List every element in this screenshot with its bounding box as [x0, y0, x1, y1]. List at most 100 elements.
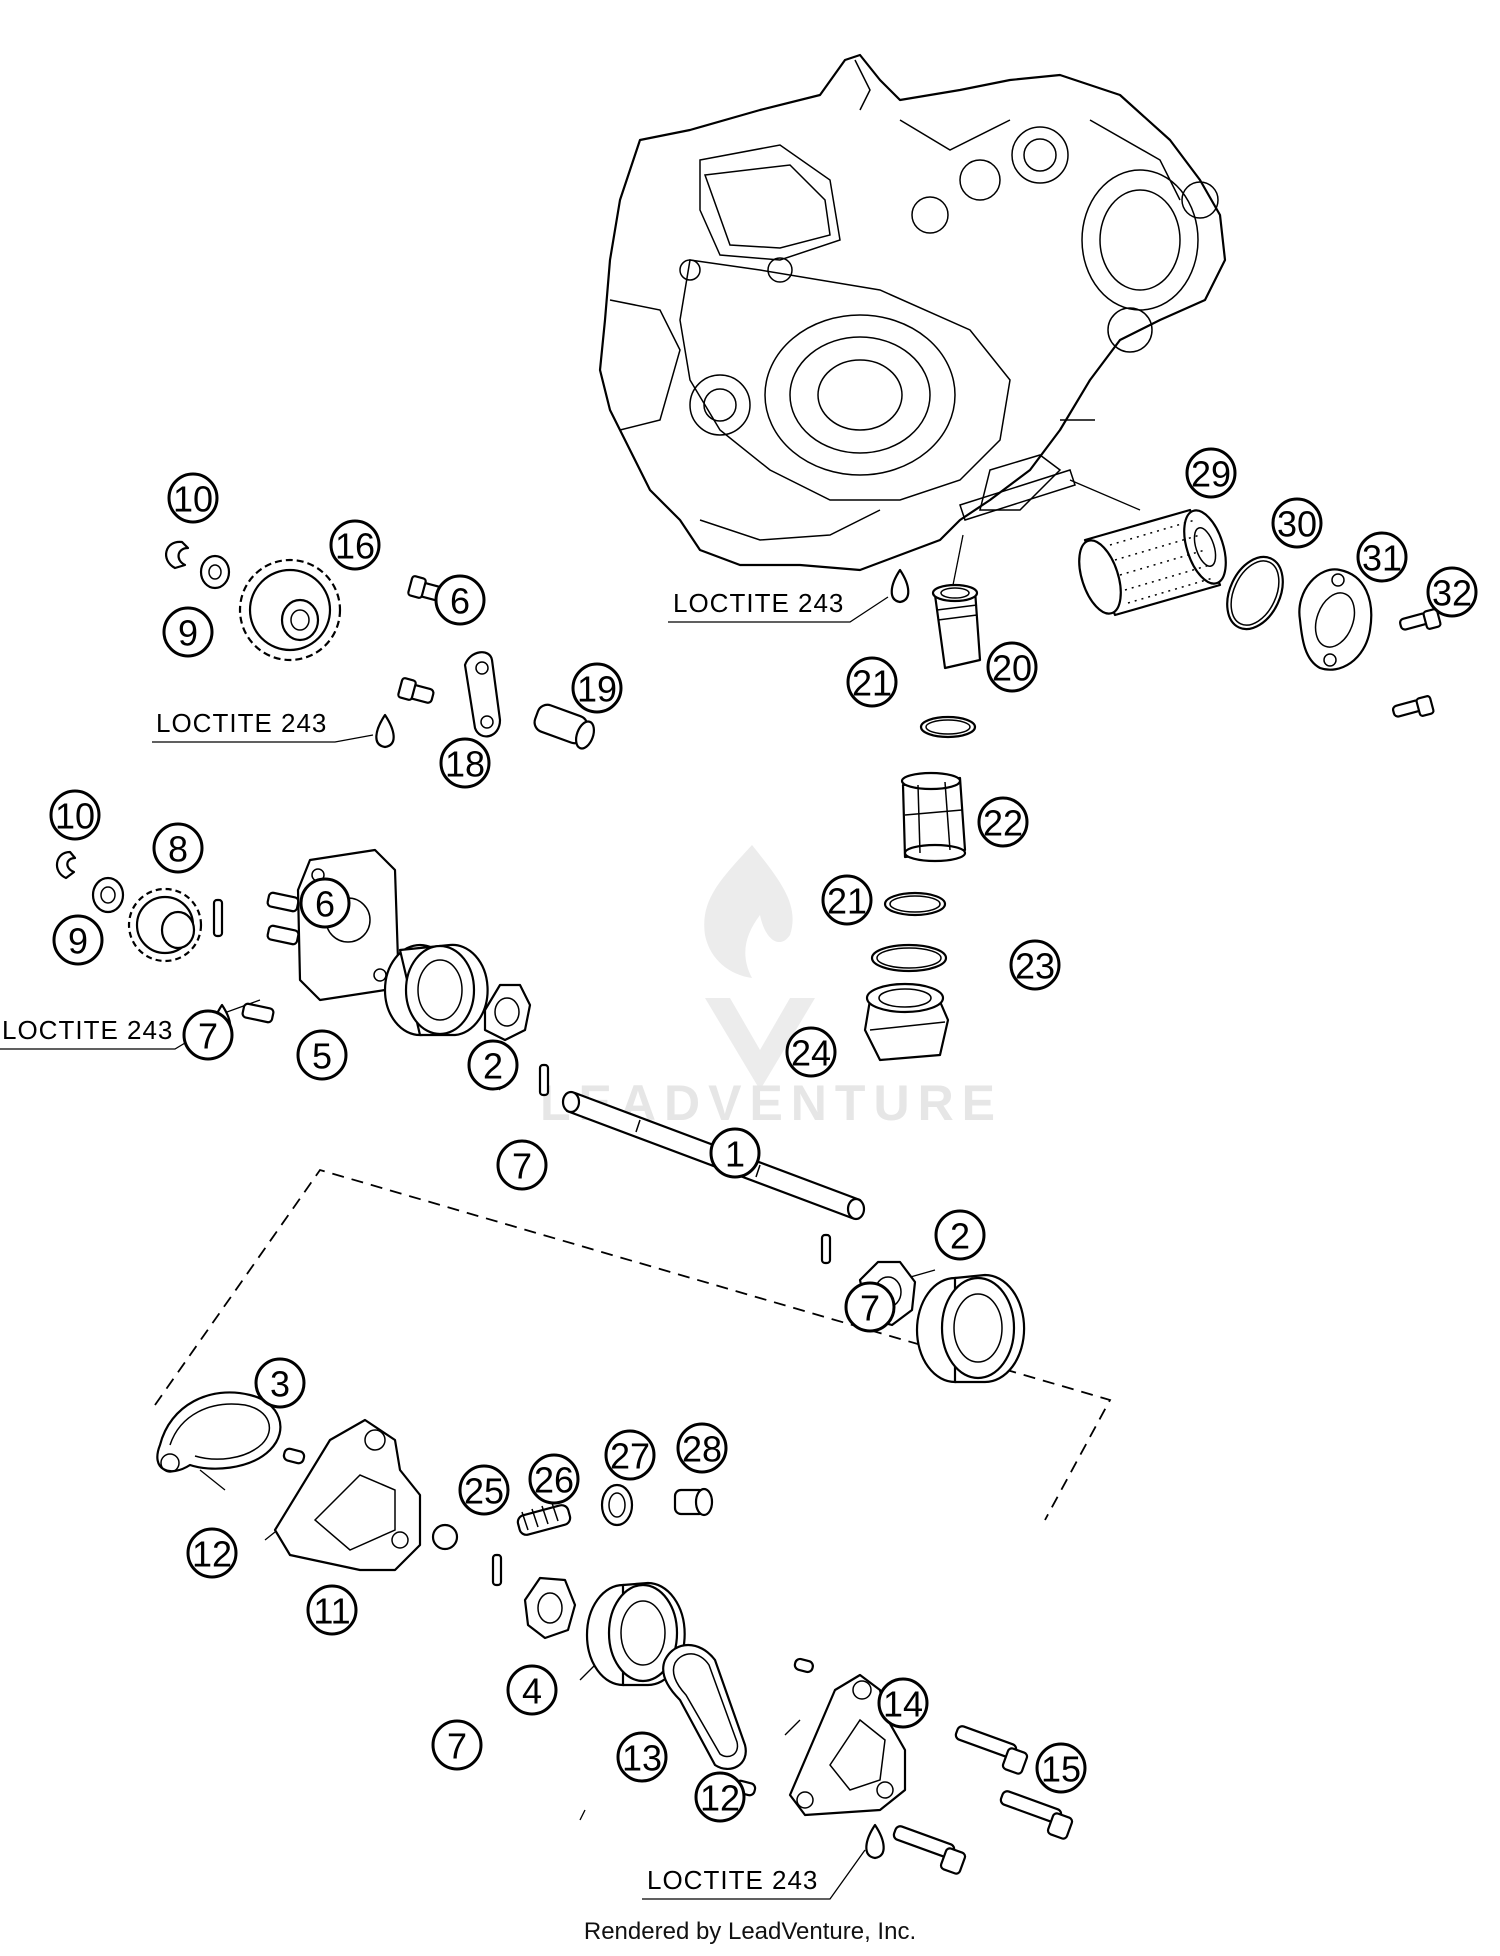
- callout-number: 4: [522, 1671, 542, 1712]
- callout-3: 3: [254, 1357, 306, 1409]
- callout-2: 2: [467, 1039, 519, 1091]
- callout-number: 2: [483, 1046, 503, 1087]
- callout-number: 8: [168, 829, 188, 870]
- callout-circle: [528, 1453, 580, 1505]
- oring-21-lower: [883, 891, 947, 917]
- callout-circle: [785, 1026, 837, 1078]
- callout-6: 6: [299, 877, 351, 929]
- callout-circle: [254, 1357, 306, 1409]
- gasket-13: [662, 1644, 747, 1771]
- callout-13: 13: [616, 1731, 668, 1783]
- pin-7-shaft-a: [538, 1063, 550, 1097]
- callout-circle: [434, 574, 486, 626]
- plate-18: [463, 651, 502, 738]
- loctite-drop-upper: [375, 713, 395, 749]
- callout-28: 28: [676, 1422, 728, 1474]
- callout-circle: [162, 606, 214, 658]
- callout-circle: [496, 1139, 548, 1191]
- circlip-10-middle: [56, 850, 77, 880]
- loctite-label-text: LOCTITE 243: [2, 1015, 173, 1045]
- housing-11: [273, 1418, 422, 1572]
- callout-number: 12: [192, 1534, 232, 1575]
- callout-number: 3: [270, 1364, 290, 1405]
- callout-number: 13: [622, 1738, 662, 1779]
- loctite-drop-lower: [865, 1823, 885, 1860]
- washer-9-upper: [199, 554, 231, 590]
- callout-number: 19: [577, 669, 617, 710]
- v-logo-icon: [705, 998, 815, 1090]
- bolts-32: [1391, 608, 1442, 718]
- callout-circle: [296, 1029, 348, 1081]
- callout-number: 28: [682, 1429, 722, 1470]
- callout-circle: [167, 472, 219, 524]
- callout-circle: [1009, 939, 1061, 991]
- callout-circle: [676, 1422, 728, 1474]
- plug-28: [673, 1487, 714, 1517]
- callout-10: 10: [167, 472, 219, 524]
- callout-25: 25: [458, 1464, 510, 1516]
- assembly-outline: [154, 1168, 1112, 1521]
- bolt-6-middle-c: [241, 1002, 275, 1024]
- callout-circle: [1185, 447, 1237, 499]
- callout-circle: [1356, 531, 1408, 583]
- callout-markers: 1223456677778991010111212131415161819202…: [49, 447, 1478, 1823]
- callout-circle: [846, 656, 898, 708]
- callout-6: 6: [434, 574, 486, 626]
- loctite-label-center: LOCTITE 243: [668, 588, 889, 623]
- callout-number: 26: [534, 1460, 574, 1501]
- pin-7-lower: [491, 1553, 503, 1587]
- callout-number: 16: [335, 526, 375, 567]
- spring-26: [516, 1502, 572, 1536]
- callout-circle: [844, 1281, 896, 1333]
- callout-16: 16: [329, 519, 381, 571]
- gasket-3: [156, 1391, 282, 1473]
- ball-25: [431, 1523, 459, 1551]
- callout-circle: [1271, 497, 1323, 549]
- callout-27: 27: [604, 1429, 656, 1481]
- callout-number: 21: [827, 881, 867, 922]
- callout-circle: [1426, 566, 1478, 618]
- callout-circle: [306, 1584, 358, 1636]
- gear-8: [127, 887, 203, 963]
- callout-1: 1: [709, 1127, 761, 1179]
- loctite-label-text: LOCTITE 243: [647, 1865, 818, 1895]
- callout-23: 23: [1009, 939, 1061, 991]
- callout-number: 22: [983, 803, 1023, 844]
- dowel-14-top: [793, 1657, 814, 1674]
- oil-screen-stack: [863, 568, 982, 1062]
- callout-number: 1: [725, 1134, 745, 1175]
- footer-credit: Rendered by LeadVenture, Inc.: [583, 1918, 917, 1945]
- callout-4: 4: [506, 1664, 558, 1716]
- callout-number: 10: [55, 796, 95, 837]
- callout-circle: [604, 1429, 656, 1481]
- callout-30: 30: [1271, 497, 1323, 549]
- callout-circle: [458, 1464, 510, 1516]
- callout-circle: [1035, 1742, 1087, 1794]
- callout-number: 21: [852, 663, 892, 704]
- loctite-label-upper: LOCTITE 243: [152, 708, 374, 743]
- fitting-20: [931, 583, 982, 670]
- cover-31: [1298, 568, 1373, 671]
- callout-9: 9: [162, 606, 214, 658]
- callout-circle: [299, 877, 351, 929]
- callout-26: 26: [528, 1453, 580, 1505]
- callout-circle: [329, 519, 381, 571]
- oring-23: [870, 943, 948, 973]
- callout-number: 32: [1432, 573, 1472, 614]
- crankcase: [598, 53, 1227, 572]
- callout-24: 24: [785, 1026, 837, 1078]
- callout-number: 18: [445, 744, 485, 785]
- middle-gear-group: [56, 848, 532, 1042]
- callout-8: 8: [152, 822, 204, 874]
- pin-7-shaft-b: [820, 1233, 832, 1265]
- callout-number: 6: [315, 884, 335, 925]
- callout-5: 5: [296, 1029, 348, 1081]
- rotor-4: [523, 1576, 686, 1687]
- oil-filter-group: [1078, 508, 1442, 718]
- callout-circle: [821, 874, 873, 926]
- callout-circle: [152, 822, 204, 874]
- callout-circle: [439, 737, 491, 789]
- plug-24: [863, 982, 950, 1062]
- callout-circle: [694, 1771, 746, 1823]
- sprocket-16: [238, 558, 342, 662]
